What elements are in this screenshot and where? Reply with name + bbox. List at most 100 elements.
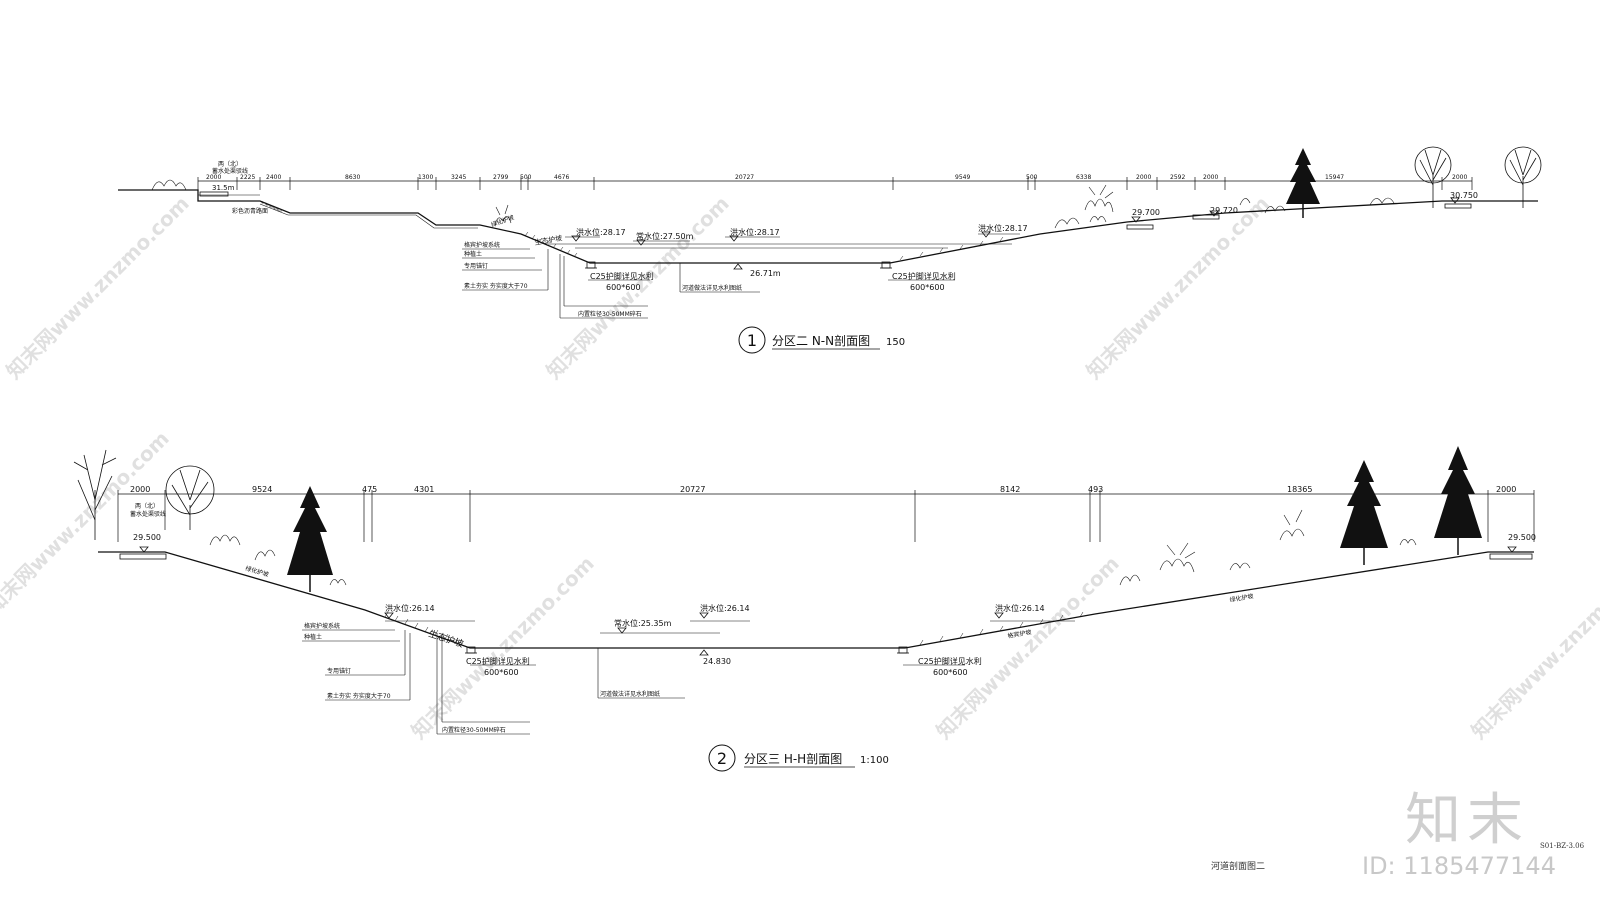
label: 素土夯实 夯实度大于70 [464,282,528,290]
dim-label: 500 [1026,174,1038,181]
dim-label: 9524 [252,485,272,494]
label: 600*600 [606,283,641,292]
shrub-icon [151,179,1395,229]
section-title: 分区三 H-H剖面图 [744,752,842,766]
tree-icon [1340,460,1388,565]
label: 洪水位:28.17 [978,223,1028,233]
label: 素土夯实 夯实度大于70 [327,692,391,700]
label: 种植土 [304,633,322,641]
dim-label: 2225 [240,174,255,181]
dim-label: 2000 [1203,174,1218,181]
label: 格宾护坡系统 [464,241,500,249]
label: 蓄水处渠驳线 [212,167,248,175]
label: 洪水位:26.14 [700,603,750,613]
label: 内置粒径30-50MM碎石 [442,726,506,734]
shrub-icon [209,509,1417,586]
label: 29.700 [1132,208,1160,217]
brand-logo: 知末 [1405,788,1529,853]
slope-hatch-2 [384,611,1084,646]
label: 29.500 [133,533,161,542]
dim-label: 2000 [130,485,150,494]
dim-label: 18365 [1287,485,1312,494]
dimension-ticks-1 [197,177,1473,190]
label: 洪水位:28.17 [730,227,780,237]
label: 绿化护坡 [1229,592,1254,604]
dim-label: 500 [520,174,532,181]
section-scale: 150 [886,337,905,348]
labels-2: 两（北） 蓄水处渠驳线 29.500 绿化护坡 格宾护坡系统 种植土 洪水位:2… [130,502,1536,734]
watermark: 知末网www.znzmo.com [1082,191,1274,383]
bare-tree-icon [1414,146,1542,208]
label: 洪水位:26.14 [995,603,1045,613]
tree-icon [1434,446,1482,555]
label: 格宾护坡系统 [304,622,340,630]
dim-label: 6338 [1076,174,1091,181]
label: 常水位:27.50m [636,231,694,241]
dim-label: 8630 [345,174,360,181]
label: 内置粒径30-50MM碎石 [578,310,642,318]
section-title: 分区二 N-N剖面图 [772,334,870,348]
sheet-name: 河道剖面图二 [1211,862,1266,872]
tree-icon [287,486,333,592]
dim-label: 2799 [493,174,508,181]
dim-label: 475 [362,485,377,494]
label: 两（北） [135,502,159,510]
leader-lines-1 [462,233,1020,319]
label: 26.71m [750,269,781,278]
label: 常水位:25.35m [614,618,672,628]
dim-label: 2000 [206,174,221,181]
labels-1: 两（北） 蓄水处渠驳线 31.5m 彩色沥青路面 绿化护坡 生态护坡 格宾护坡系… [212,160,1478,318]
label: 600*600 [933,668,968,677]
section-title-2: 2 分区三 H-H剖面图 1:100 [708,744,889,772]
watermark: 知末网www.znzmo.com [0,426,174,618]
label: 24.830 [703,657,731,666]
bare-tree-icon [73,449,215,540]
dim-label: 4676 [554,174,569,181]
label: 绿化护坡 [490,213,515,229]
asset-id: ID: 1185477144 [1362,852,1556,880]
dim-label: 493 [1088,485,1103,494]
label: C25护脚详见水利 [590,271,654,281]
label: C25护脚详见水利 [466,656,530,666]
dim-label: 2000 [1136,174,1151,181]
watermark-layer: 知末网www.znzmo.com 知末网www.znzmo.com 知末网www… [0,191,1600,743]
dim-label: 20727 [680,485,705,494]
section-number: 1 [747,331,757,350]
watermark: 知末网www.znzmo.com [1467,551,1600,743]
label: 生态护坡 [427,627,465,650]
label: 29.500 [1508,533,1536,542]
dim-label: 20727 [735,174,754,181]
sheet-code: S01-BZ-3.06 [1540,842,1585,850]
dim-label: 2000 [1496,485,1516,494]
dim-label: 3245 [451,174,466,181]
label: 彩色沥青路面 [232,207,268,215]
section-title-1: 1 分区二 N-N剖面图 150 [738,326,905,354]
label: 31.5m [212,184,235,192]
elevation-markers-2 [139,546,1517,656]
leader-lines-2 [302,629,965,735]
label: 河道做法详见水利图纸 [600,690,660,698]
section-scale: 1:100 [860,755,889,766]
dim-label: 2592 [1170,174,1185,181]
watermark: 知末网www.znzmo.com [2,191,194,383]
dimension-ticks-2 [117,490,1535,542]
section-number: 2 [717,749,727,768]
dim-label: 15947 [1325,174,1344,181]
dim-label: 2400 [266,174,281,181]
label: 洪水位:28.17 [576,227,626,237]
label: 蓄水处渠驳线 [130,510,166,518]
label: 河道做法详见水利图纸 [682,284,742,292]
slope-hatch-1 [524,231,1004,261]
label: 29.720 [1210,206,1238,215]
dim-label: 4301 [414,485,434,494]
label: 600*600 [484,668,519,677]
label: 专用锚钉 [464,262,488,270]
dimension-labels-1: 2000 2225 2400 8630 1300 3245 2799 500 4… [206,174,1467,181]
section-1: 2000 2225 2400 8630 1300 3245 2799 500 4… [118,146,1542,354]
dim-label: 8142 [1000,485,1020,494]
label: 30.750 [1450,191,1478,200]
section-2: 2000 9524 475 4301 20727 8142 493 18365 … [73,446,1536,772]
dim-label: 1300 [418,174,433,181]
tree-icon [1286,148,1320,218]
